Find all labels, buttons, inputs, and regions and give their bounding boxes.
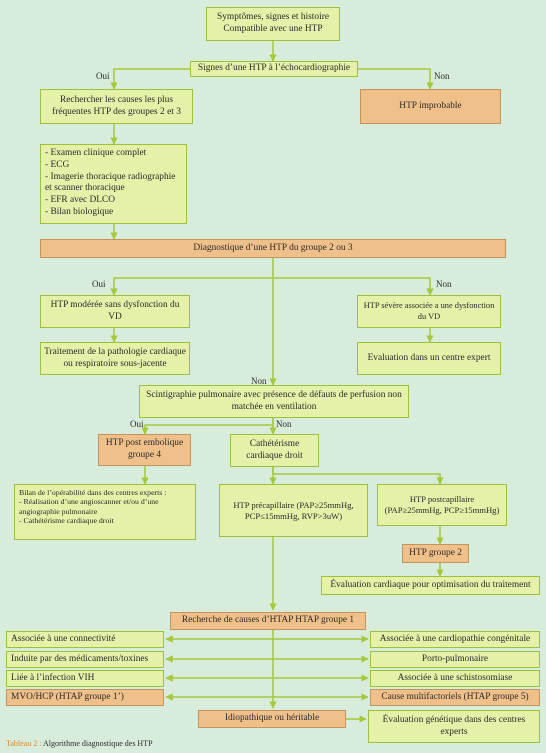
box-htp-moderee: HTP modérée sans dysfonction du VD (40, 295, 190, 328)
examens-item: - ECG (45, 159, 70, 170)
connector (273, 277, 434, 296)
box-medicaments: Induite par des médicaments/toxines (6, 651, 164, 668)
box-htp-improbable: HTP improbable (360, 89, 501, 124)
box-multifactoriels: Cause multifactoriels (HTAP groupe 5) (370, 689, 540, 706)
bilan-item: - Réalisation d’une angioscanner et/ou d… (19, 497, 159, 516)
box-signes-echo: Signes d’une HTP à l’échocardiographie (190, 61, 358, 77)
box-catheterisme: Cathétérisme cardiaque droit (230, 434, 319, 467)
box-evaluation-cardiaque: Évaluation cardiaque pour optimisation d… (321, 576, 540, 595)
box-scintigraphie: Scintigraphie pulmonaire avec présence d… (139, 385, 409, 418)
bilan-item: - Cathétérisme cardiaque droit (19, 516, 114, 526)
examens-item: - Imagerie thoracique radiographie et sc… (45, 171, 176, 194)
label-non-diagnostique: Non (436, 279, 452, 289)
connector (141, 418, 274, 435)
examens-item: - Examen clinique complet (45, 148, 147, 158)
box-htp-precapillaire: HTP précapillaire (PAP≥25mmHg, PCP≤15mmH… (219, 484, 368, 537)
label-oui-echo: Oui (96, 71, 110, 81)
box-symptomes: Symptômes, signes et histoire Compatible… (206, 7, 340, 41)
box-mvo: MVO/HCP (HTAP groupe 1’) (6, 689, 164, 706)
examens-item: - EFR avec DLCO (45, 195, 116, 205)
box-porto: Porto-pulmonaire (370, 651, 540, 668)
box-htp-postcapillaire: HTP postcapillaire (PAP≥25mmHg, PCP≥15mm… (377, 484, 507, 526)
examens-item: - Bilan biologique (45, 206, 114, 217)
box-recherche-htap: Recherche de causes d’HTAP HTAP groupe 1 (170, 612, 366, 630)
bilan-item: Bilan de l’opérabilité dans des centres … (19, 488, 167, 497)
box-evaluation-genetique: Évaluation génétique dans des centres ex… (368, 710, 540, 743)
caption-label: Tableau 2 : (6, 739, 42, 748)
box-vih: Liée à l’infection VIH (6, 670, 164, 687)
box-htp-post-embolique: HTP post embolique groupe 4 (98, 434, 191, 466)
box-schistosomiase: Associée à une schistosomiase (370, 670, 540, 687)
label-oui-scintigraphie: Oui (130, 419, 144, 429)
box-evaluation-expert: Evaluation dans un centre expert (357, 342, 501, 375)
box-htp-severe: HTP sévère associée a une dysfonction du… (357, 295, 501, 328)
box-cardiopathie: Associée à une cardiopathie congénitale (370, 631, 540, 648)
box-connectivite: Associée à une connectivité (6, 631, 164, 648)
label-non-scintigraphie: Non (251, 376, 267, 386)
box-rechercher-causes: Rechercher les causes les plus fréquente… (40, 89, 193, 124)
box-traitement: Traitement de la pathologie cardiaque ou… (40, 342, 190, 375)
connector (272, 467, 444, 485)
label-oui-diagnostique: Oui (92, 279, 106, 289)
label-non-catheterisme: Non (276, 419, 292, 429)
connector (110, 277, 273, 296)
connector (110, 68, 190, 90)
connector (358, 68, 434, 90)
figure-caption: Tableau 2 : Algorithme diagnostique des … (6, 739, 153, 748)
box-examens: - Examen clinique complet - ECG - Imager… (40, 144, 187, 224)
box-bilan-operabilite: Bilan de l’opérabilité dans des centres … (14, 484, 196, 540)
box-idiopathique: Idiopathique ou héritable (198, 710, 346, 728)
label-non-echo: Non (434, 71, 450, 81)
caption-text: Algorithme diagnostique des HTP (41, 739, 153, 748)
box-diagnostique-groupe-2-3: Diagnostique d’une HTP du groupe 2 ou 3 (40, 239, 506, 258)
box-htp-groupe-2: HTP groupe 2 (402, 544, 469, 563)
